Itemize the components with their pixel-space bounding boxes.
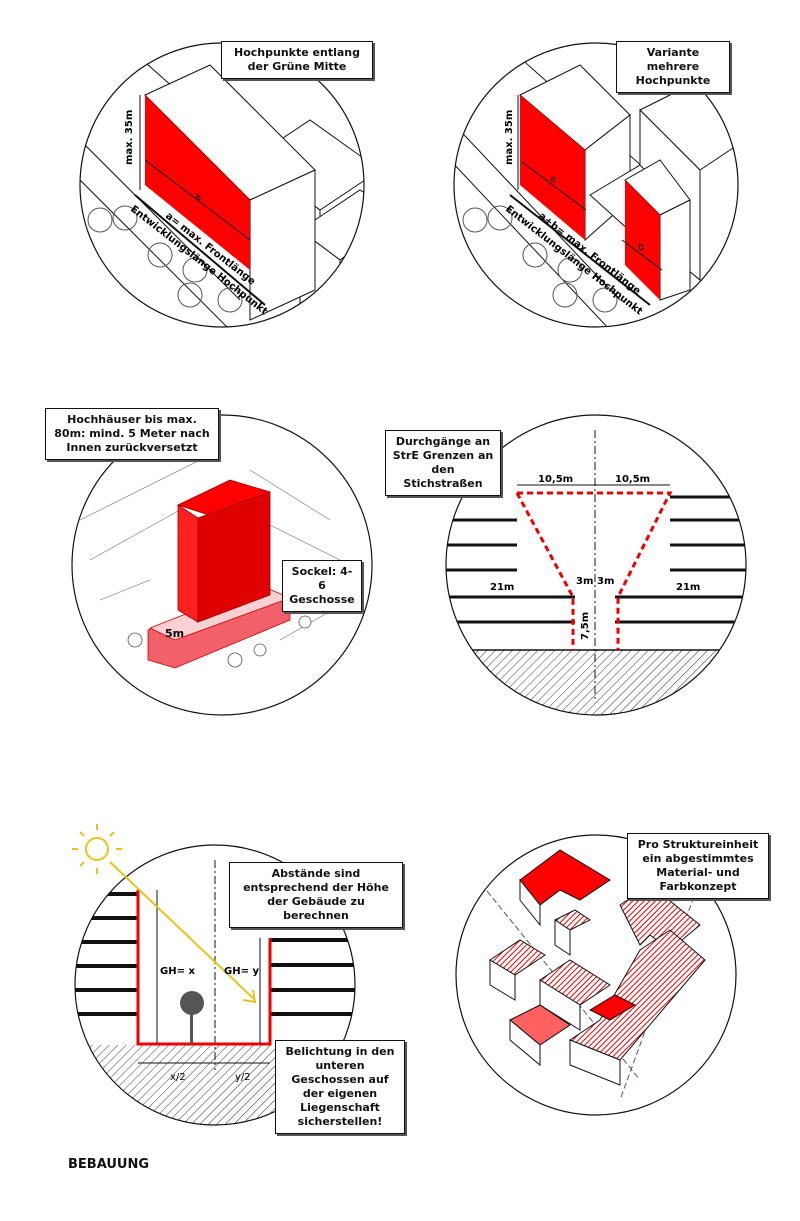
b-label: b xyxy=(638,242,644,253)
a-label: a xyxy=(195,192,201,203)
height-right-label: 21m xyxy=(676,582,700,593)
callout-abstaende: Abstände sind entsprechend der Höhe der … xyxy=(229,862,403,928)
red-facade xyxy=(145,95,250,270)
callout-materialkonzept: Pro Struktureinheit ein abgestimmtes Mat… xyxy=(627,833,769,899)
offset-label: 5m xyxy=(165,627,184,640)
callout-belichtung: Belichtung in den unteren Geschossen auf… xyxy=(275,1040,405,1134)
width-left-label: 10,5m xyxy=(538,474,573,485)
callout-hochpunkte: Hochpunkte entlang der Grüne Mitte xyxy=(221,41,373,79)
pass-height-label: 7,5m xyxy=(580,612,591,640)
gh-x-label: GH= x xyxy=(160,966,195,977)
section-title: BEBAUUNG xyxy=(68,1157,150,1172)
width-right-label: 10,5m xyxy=(615,474,650,485)
y-half-label: y/2 xyxy=(235,1072,251,1083)
gap-right-label: 3m xyxy=(597,576,614,587)
callout-durchgaenge: Durchgänge an StrE Grenzen an den Stichs… xyxy=(385,430,501,496)
gap-left-label: 3m xyxy=(576,576,593,587)
callout-variante: Variante mehrere Hochpunkte xyxy=(616,41,730,93)
diagram-hochhaeuser: 5m xyxy=(71,414,373,716)
x-half-label: x/2 xyxy=(170,1072,186,1083)
gh-y-label: GH= y xyxy=(224,966,259,977)
callout-sockel: Sockel: 4-6 Geschosse xyxy=(282,560,362,612)
diagram-struktureinheiten xyxy=(455,834,737,1116)
height-label: max. 35m xyxy=(124,110,135,165)
tree-icon xyxy=(180,991,204,1044)
diagram-hochpunkte: max. 35m a a= max. Frontlänge Entwicklun… xyxy=(79,42,365,328)
height-left-label: 21m xyxy=(490,582,514,593)
callout-hochhaeuser: Hochhäuser bis max. 80m: mind. 5 Meter n… xyxy=(45,408,219,460)
sun-icon xyxy=(72,824,122,874)
height-label: max. 35m xyxy=(504,110,515,165)
a-label: a xyxy=(550,174,556,185)
